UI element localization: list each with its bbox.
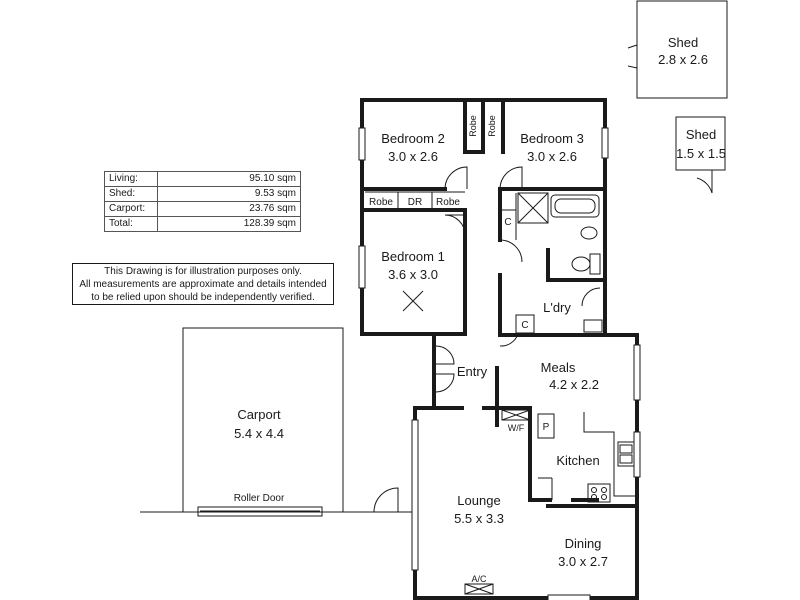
- table-row: Total:128.39 sqm: [104, 216, 301, 232]
- bedroom2-name: Bedroom 2: [381, 131, 445, 146]
- wood-fire-label: W/F: [508, 423, 525, 433]
- robe-label: Robe: [468, 115, 478, 137]
- laundry-name: L'dry: [543, 300, 571, 315]
- carport: Carport 5.4 x 4.4 Roller Door: [140, 327, 412, 517]
- shed-small-size: 1.5 x 1.5: [676, 146, 726, 161]
- table-row: Shed:9.53 sqm: [104, 186, 301, 202]
- bathroom-fixtures: C: [502, 192, 601, 275]
- area-label: Total:: [104, 216, 158, 232]
- cupboard-label: C: [504, 217, 511, 228]
- air-con-label: A/C: [471, 574, 487, 584]
- area-summary-table: Living:95.10 sqm Shed:9.53 sqm Carport:2…: [104, 171, 301, 232]
- shed-large-name: Shed: [668, 35, 698, 50]
- disclaimer-line: This Drawing is for illustration purpose…: [104, 266, 302, 277]
- kitchen-name: Kitchen: [556, 453, 599, 468]
- dr-label: DR: [408, 197, 422, 208]
- robe-label: Robe: [487, 115, 497, 137]
- disclaimer-line: to be relied upon should be independentl…: [91, 292, 315, 303]
- disclaimer-box: This Drawing is for illustration purpose…: [72, 263, 334, 305]
- cupboard-label: C: [521, 320, 528, 331]
- meals-size: 4.2 x 2.2: [549, 377, 599, 392]
- dining-name: Dining: [565, 536, 602, 551]
- kitchen-fixtures: P: [537, 412, 637, 503]
- meals-name: Meals: [541, 360, 576, 375]
- table-row: Living:95.10 sqm: [104, 171, 301, 187]
- lounge-size: 5.5 x 3.3: [454, 511, 504, 526]
- shed-small: Shed 1.5 x 1.5: [675, 116, 726, 194]
- bedroom2-size: 3.0 x 2.6: [388, 149, 438, 164]
- carport-name: Carport: [237, 407, 281, 422]
- lounge-name: Lounge: [457, 493, 500, 508]
- carport-size: 5.4 x 4.4: [234, 426, 284, 441]
- area-value: 128.39 sqm: [157, 216, 301, 232]
- bedroom3-size: 3.0 x 2.6: [527, 149, 577, 164]
- bedroom1-size: 3.6 x 3.0: [388, 267, 438, 282]
- entry-name: Entry: [457, 364, 488, 379]
- ceiling-fan-icon: [402, 290, 424, 312]
- roller-door-label: Roller Door: [234, 493, 285, 504]
- disclaimer-line: All measurements are approximate and det…: [79, 279, 327, 290]
- robe-label: Robe: [369, 197, 393, 208]
- living-windows: [411, 344, 641, 600]
- pantry-label: P: [543, 422, 550, 433]
- bedroom1-name: Bedroom 1: [381, 249, 445, 264]
- bedroom3-name: Bedroom 3: [520, 131, 584, 146]
- robe-label: Robe: [436, 197, 460, 208]
- shed-large: Shed 2.8 x 2.6: [627, 0, 728, 99]
- shed-large-size: 2.8 x 2.6: [658, 52, 708, 67]
- shed-small-name: Shed: [686, 127, 716, 142]
- bedroom-windows: [358, 127, 609, 289]
- dining-size: 3.0 x 2.7: [558, 554, 608, 569]
